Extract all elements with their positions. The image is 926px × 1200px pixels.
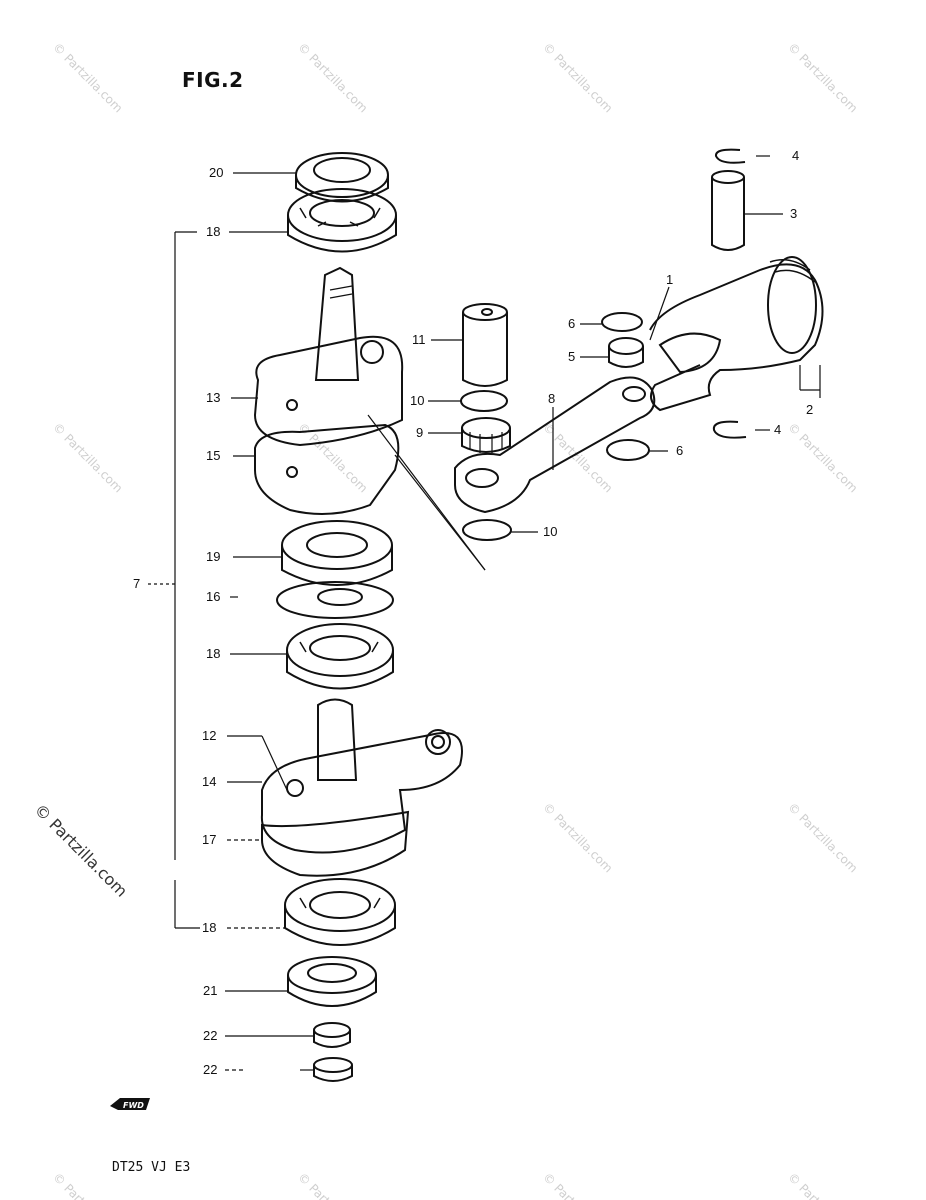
callout-8: 8	[548, 391, 556, 406]
model-code: DT25 VJ E3	[112, 1160, 191, 1175]
small-seal-upper	[313, 1022, 351, 1048]
callout-7: 7	[133, 576, 141, 591]
callout-6-lower: 6	[676, 443, 684, 458]
callout-2: 2	[806, 402, 814, 417]
connecting-rod	[454, 376, 656, 514]
oil-seal-bottom	[287, 956, 377, 1007]
piston	[649, 256, 824, 412]
leader-lines	[148, 155, 821, 1071]
callout-15: 15	[206, 448, 221, 463]
circlip-upper	[715, 148, 746, 164]
seal-housing	[281, 520, 393, 586]
crankshaft-upper	[253, 266, 404, 515]
callout-9: 9	[416, 425, 424, 440]
small-end-washer-lower	[606, 439, 650, 461]
callout-3: 3	[790, 206, 798, 221]
thrust-washer-upper	[460, 390, 508, 412]
needle-bearing-small-end	[608, 337, 644, 368]
callout-12: 12	[202, 728, 217, 743]
small-end-washer-upper	[601, 312, 643, 332]
callout-10-upper: 10	[410, 393, 425, 408]
callout-4-upper: 4	[792, 148, 800, 163]
callout-19: 19	[206, 549, 221, 564]
callout-18-top: 18	[206, 224, 221, 239]
callout-5: 5	[568, 349, 576, 364]
forward-arrow-icon: FWD	[110, 1098, 150, 1110]
callout-11: 11	[412, 332, 426, 347]
bearing-top	[287, 188, 397, 253]
crank-pin	[462, 303, 508, 387]
circlip-lower	[712, 420, 747, 439]
bearing-middle	[286, 623, 394, 690]
thrust-washer-lower	[462, 519, 512, 541]
figure-title: FIG.2	[182, 68, 244, 92]
callout-22-lower: 22	[203, 1062, 218, 1077]
callout-10-lower: 10	[543, 524, 558, 539]
bearing-bottom	[284, 878, 396, 946]
callout-20: 20	[209, 165, 224, 180]
callout-14: 14	[202, 774, 217, 789]
washer	[276, 581, 394, 619]
needle-bearing-big-end	[461, 417, 511, 453]
callout-1: 1	[666, 272, 674, 287]
crankshaft-lower	[260, 698, 463, 877]
oil-seal-top	[295, 152, 389, 203]
callout-13: 13	[206, 390, 221, 405]
callout-21: 21	[203, 983, 218, 998]
small-seal-lower	[313, 1057, 353, 1082]
fwd-label: FWD	[123, 1101, 144, 1110]
callout-22-upper: 22	[203, 1028, 218, 1043]
callout-18-bottom: 18	[202, 920, 217, 935]
callout-17: 17	[202, 832, 217, 847]
callout-6-upper: 6	[568, 316, 576, 331]
piston-pin	[711, 170, 745, 251]
callout-16: 16	[206, 589, 221, 604]
callout-18-middle: 18	[206, 646, 221, 661]
callout-4-lower: 4	[774, 422, 782, 437]
